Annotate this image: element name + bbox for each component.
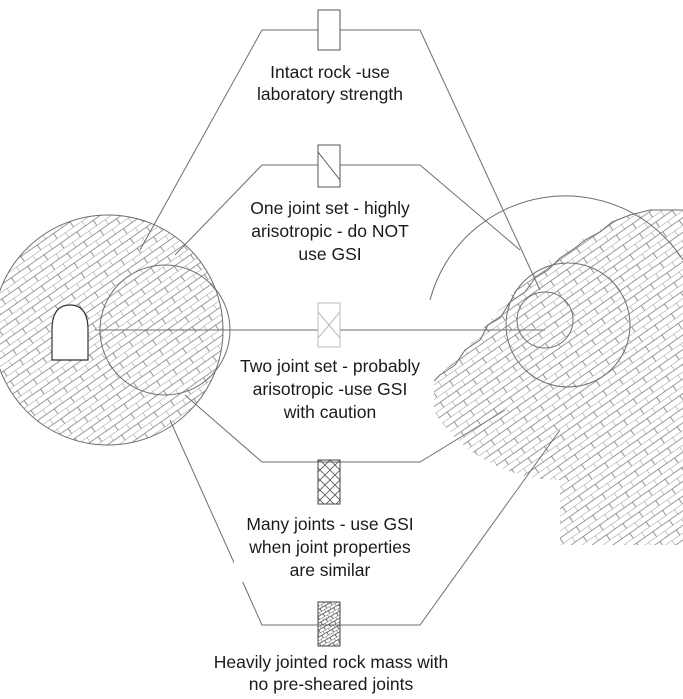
slope-stepped-face — [379, 209, 683, 421]
two-joint-label-line3: with caution — [283, 402, 376, 422]
one-joint-label-line2: arisotropic - do NOT — [251, 221, 409, 241]
one-joint-label-line1: One joint set - highly — [250, 198, 410, 218]
many-joints-label-line2: when joint properties — [248, 537, 411, 557]
two-joint-label-line2: arisotropic -use GSI — [253, 379, 408, 399]
right-inner-circle — [516, 291, 574, 349]
intact-label-line1: Intact rock -use — [270, 62, 390, 82]
right-rock-mass — [379, 195, 683, 545]
two-joint-label-line1: Two joint set - probably — [240, 356, 420, 376]
two-joint-sample-icon — [317, 302, 341, 348]
heavy-label-line1: Heavily jointed rock mass with — [214, 652, 448, 672]
intact-label-line2: laboratory strength — [257, 84, 403, 104]
heavily-jointed-sample-icon — [317, 601, 341, 647]
sample-icons — [317, 9, 341, 647]
many-joints-label-line1: Many joints - use GSI — [246, 514, 413, 534]
tunnel-opening-icon — [51, 304, 89, 361]
right-zoom-circle — [505, 262, 631, 388]
labels: Intact rock -use laboratory strength One… — [196, 58, 468, 694]
one-joint-sample-icon — [317, 144, 341, 188]
many-joints-label-line3: are similar — [290, 560, 371, 580]
one-joint-label-line3: use GSI — [298, 244, 361, 264]
many-joints-sample-icon — [317, 459, 341, 505]
intact-sample-icon — [317, 9, 341, 51]
slope-outer-arc — [429, 195, 683, 301]
heavy-label-line2: no pre-sheared joints — [249, 674, 414, 694]
